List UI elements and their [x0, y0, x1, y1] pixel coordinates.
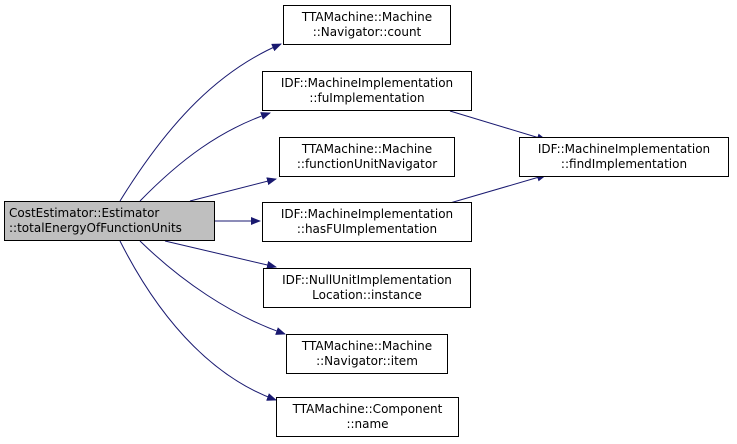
edge-root-to-fu-implementation [139, 112, 271, 202]
edge-root-to-function-unit-navigator [189, 177, 277, 202]
node-navigator-item[interactable]: TTAMachine::Machine ::Navigator::item [286, 334, 448, 374]
node-has-fu-implementation-line2: ::hasFUImplementation [296, 222, 438, 236]
node-navigator-item-line2: ::Navigator::item [316, 354, 418, 368]
edge-fu-implementation-to-find-implementation [449, 110, 547, 142]
node-find-implementation[interactable]: IDF::MachineImplementation ::findImpleme… [519, 137, 729, 177]
node-navigator-item-line1: TTAMachine::Machine [301, 339, 433, 353]
node-find-implementation-line2: ::findImplementation [560, 157, 688, 171]
node-function-unit-navigator[interactable]: TTAMachine::Machine ::functionUnitNaviga… [279, 137, 455, 177]
node-component-name-line1: TTAMachine::Component [292, 402, 443, 416]
edge-root-to-component-name [119, 240, 277, 401]
node-root-line2: ::totalEnergyOfFunctionUnits [9, 221, 182, 235]
node-null-unit-instance-line1: IDF::NullUnitImplementation [282, 273, 452, 287]
node-fu-implementation[interactable]: IDF::MachineImplementation ::fuImplement… [262, 71, 472, 111]
node-null-unit-implementation-instance[interactable]: IDF::NullUnitImplementation Location::in… [263, 268, 471, 308]
edge-root-to-navigator-item [139, 240, 286, 335]
node-function-unit-navigator-line2: ::functionUnitNavigator [296, 157, 438, 171]
node-navigator-count[interactable]: TTAMachine::Machine ::Navigator::count [283, 5, 451, 45]
edge-root-to-navigator-count [119, 43, 282, 202]
edge-root-to-null-unit-instance [164, 240, 277, 269]
node-function-unit-navigator-line1: TTAMachine::Machine [301, 142, 433, 156]
node-fu-implementation-line2: ::fuImplementation [309, 91, 425, 105]
edge-has-fu-implementation-to-find-implementation [449, 173, 547, 204]
node-navigator-count-line2: ::Navigator::count [312, 25, 422, 39]
node-has-fu-implementation-line1: IDF::MachineImplementation [280, 207, 454, 221]
node-has-fu-implementation[interactable]: IDF::MachineImplementation ::hasFUImplem… [262, 202, 472, 242]
node-null-unit-instance-line2: Location::instance [312, 288, 422, 302]
node-root-line1: CostEstimator::Estimator [9, 206, 160, 220]
node-component-name[interactable]: TTAMachine::Component ::name [276, 397, 459, 437]
node-find-implementation-line1: IDF::MachineImplementation [537, 142, 711, 156]
node-component-name-line2: ::name [346, 417, 389, 431]
node-navigator-count-line1: TTAMachine::Machine [301, 10, 433, 24]
node-root-total-energy-of-function-units: CostEstimator::Estimator ::totalEnergyOf… [4, 201, 215, 241]
node-fu-implementation-line1: IDF::MachineImplementation [280, 76, 454, 90]
